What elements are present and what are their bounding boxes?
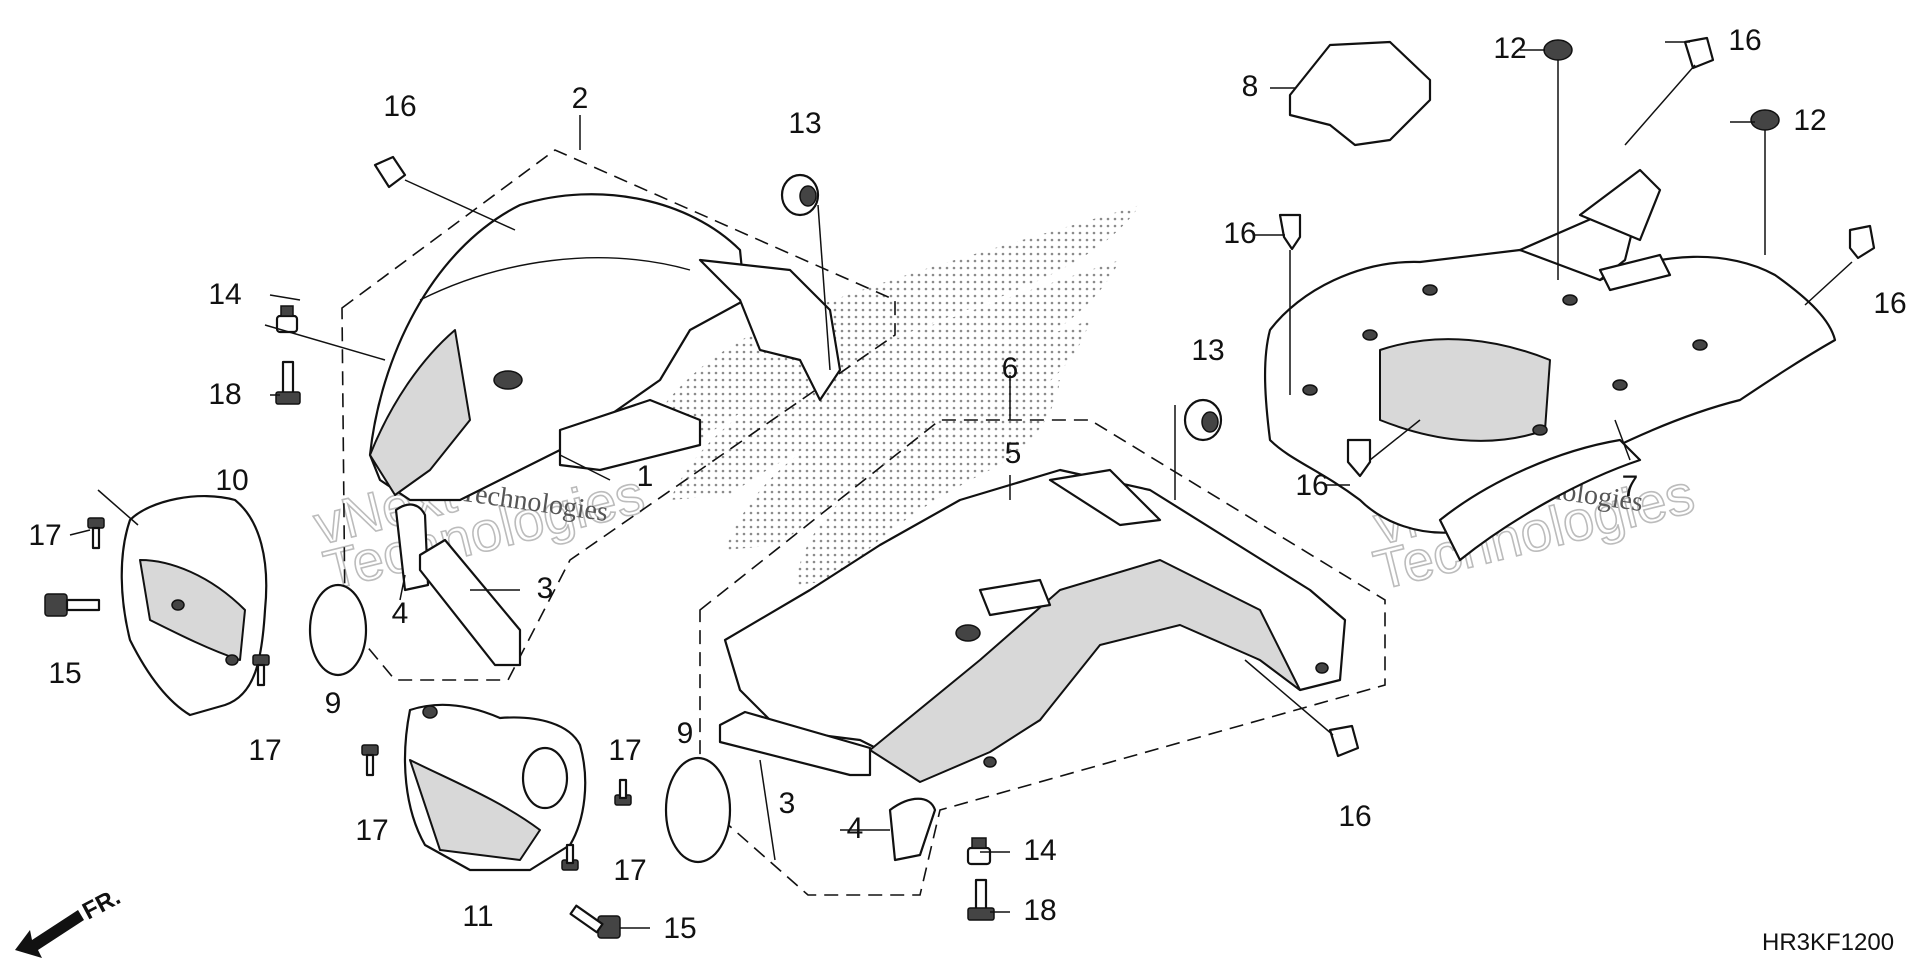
callout-16-e: 16 xyxy=(1295,469,1328,502)
leader-lines xyxy=(69,41,1755,929)
callout-3-left: 3 xyxy=(537,572,554,605)
bolt-15-b xyxy=(569,904,621,939)
clip-16-a xyxy=(373,155,516,231)
callout-9-center: 9 xyxy=(677,717,694,750)
callout-12-a: 12 xyxy=(1493,32,1526,65)
grommet-13-b xyxy=(1183,398,1223,442)
clip-16-c xyxy=(1278,213,1302,395)
callout-16-a: 16 xyxy=(383,90,416,123)
callout-7: 7 xyxy=(1622,470,1639,503)
callout-1: 1 xyxy=(637,460,654,493)
front-direction-indicator: FR. xyxy=(15,883,125,958)
band-left xyxy=(308,583,368,677)
nut-14-b xyxy=(966,837,992,866)
callout-14-a: 14 xyxy=(208,278,241,311)
nut-14-a xyxy=(275,305,299,334)
callout-16-f: 16 xyxy=(1338,800,1371,833)
callout-15-b: 15 xyxy=(663,912,696,945)
callout-6: 6 xyxy=(1002,352,1019,385)
grommet-12-a xyxy=(1543,39,1573,61)
callout-17-e: 17 xyxy=(613,854,646,887)
callout-13-b: 13 xyxy=(1191,334,1224,367)
callout-4-left: 4 xyxy=(392,597,409,630)
cover-lid xyxy=(1288,40,1432,147)
callout-18-b: 18 xyxy=(1023,894,1056,927)
background-wing-emblem xyxy=(640,205,1140,585)
callout-16-c: 16 xyxy=(1223,217,1256,250)
clip-16-d xyxy=(1804,224,1876,306)
callout-15-a: 15 xyxy=(48,657,81,690)
screw-17-e xyxy=(561,843,579,871)
front-indicator-label: FR. xyxy=(78,883,125,925)
callout-14-b: 14 xyxy=(1023,834,1056,867)
foam-block-left xyxy=(418,538,522,667)
callout-16-b: 16 xyxy=(1728,24,1761,57)
screw-17-b xyxy=(252,654,270,687)
grommet-13-a xyxy=(780,173,820,217)
band-center xyxy=(664,756,732,864)
callout-9-left: 9 xyxy=(325,687,342,720)
screw-17-c xyxy=(361,744,379,777)
callout-4-center: 4 xyxy=(847,812,864,845)
carrier-holes xyxy=(1302,284,1708,436)
rear-fender-center-assembly xyxy=(699,419,1386,896)
callout-5: 5 xyxy=(1005,437,1022,470)
inner-panel-lower xyxy=(403,703,587,872)
screw-17-d xyxy=(614,778,632,806)
callout-17-b: 17 xyxy=(248,734,281,767)
bolt-15-a xyxy=(44,593,101,617)
diagram-code: HR3KF1200 xyxy=(1762,929,1894,956)
callout-17-c: 17 xyxy=(355,814,388,847)
front-arrow-icon xyxy=(15,910,84,958)
front-fender-left-assembly xyxy=(341,149,896,681)
mud-flap-center xyxy=(888,797,937,862)
callout-2: 2 xyxy=(572,82,589,115)
bolt-18-a xyxy=(275,360,301,405)
clip-16-b xyxy=(1624,36,1715,146)
rear-fender-right-assembly xyxy=(1263,168,1837,562)
callout-labels: 1 2 3 3 4 4 5 6 7 8 9 9 10 11 12 12 13 1… xyxy=(28,24,1906,945)
clip-16-f xyxy=(1244,659,1360,758)
callout-12-b: 12 xyxy=(1793,104,1826,137)
inner-panel-left xyxy=(120,494,268,717)
callout-16-d: 16 xyxy=(1873,287,1906,320)
foam-block-center xyxy=(718,710,872,777)
callout-11: 11 xyxy=(462,900,493,933)
callout-8: 8 xyxy=(1242,70,1259,103)
callout-3-center: 3 xyxy=(779,787,796,820)
screw-17-a xyxy=(87,517,105,550)
grommet-12-b xyxy=(1750,109,1780,131)
callout-10: 10 xyxy=(215,464,248,497)
clip-16-e xyxy=(1346,419,1421,478)
fasteners xyxy=(44,36,1876,939)
bolt-18-b xyxy=(967,878,995,921)
callout-17-a: 17 xyxy=(28,519,61,552)
callout-13-a: 13 xyxy=(788,107,821,140)
callout-17-d: 17 xyxy=(608,734,641,767)
callout-18-a: 18 xyxy=(208,378,241,411)
